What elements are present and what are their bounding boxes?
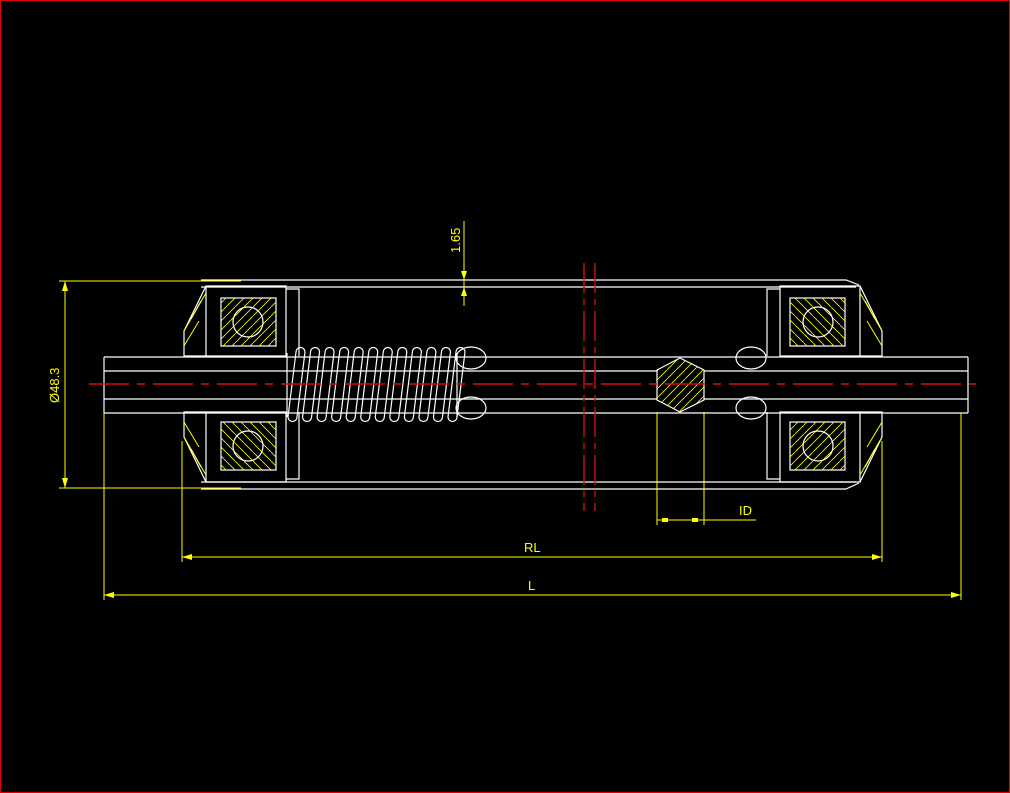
o-ring (735, 346, 767, 370)
dimension-wall: 1.65 (448, 221, 467, 306)
spring-coil (287, 346, 306, 423)
tube (201, 279, 860, 490)
rl-label: RL (524, 540, 541, 555)
spring-coil (301, 346, 321, 423)
spring-coil (403, 346, 422, 423)
dimension-diameter: Ø48.3 (47, 280, 241, 489)
o-ring (455, 396, 487, 420)
bearing-left-bottom (183, 411, 300, 483)
diameter-label: Ø48.3 (47, 368, 62, 403)
bearing-right-top (766, 285, 883, 357)
break-lines (583, 263, 596, 511)
spring-coil (418, 346, 437, 423)
spring-coil (316, 346, 335, 423)
spring-coil (432, 346, 452, 423)
spring-coil (374, 346, 393, 423)
hex-section (656, 357, 705, 413)
o-ring (455, 346, 487, 370)
spring (286, 346, 466, 423)
l-label: L (528, 578, 535, 593)
dimension-id: ID (656, 412, 756, 525)
wall-thickness-label: 1.65 (448, 228, 463, 253)
spring-coil (345, 346, 364, 423)
dimension-l: L (103, 413, 962, 600)
dimension-rl: RL (181, 441, 883, 562)
spring-coil (389, 346, 408, 423)
bearing-left-top (183, 285, 300, 357)
shaft (103, 356, 969, 414)
spring-coil (331, 346, 350, 423)
o-ring (735, 396, 767, 420)
spring-coil (360, 346, 379, 423)
ball-icon (232, 306, 264, 338)
id-label: ID (739, 503, 752, 518)
spring-end (286, 353, 458, 417)
bearing-right-bottom (766, 411, 883, 483)
